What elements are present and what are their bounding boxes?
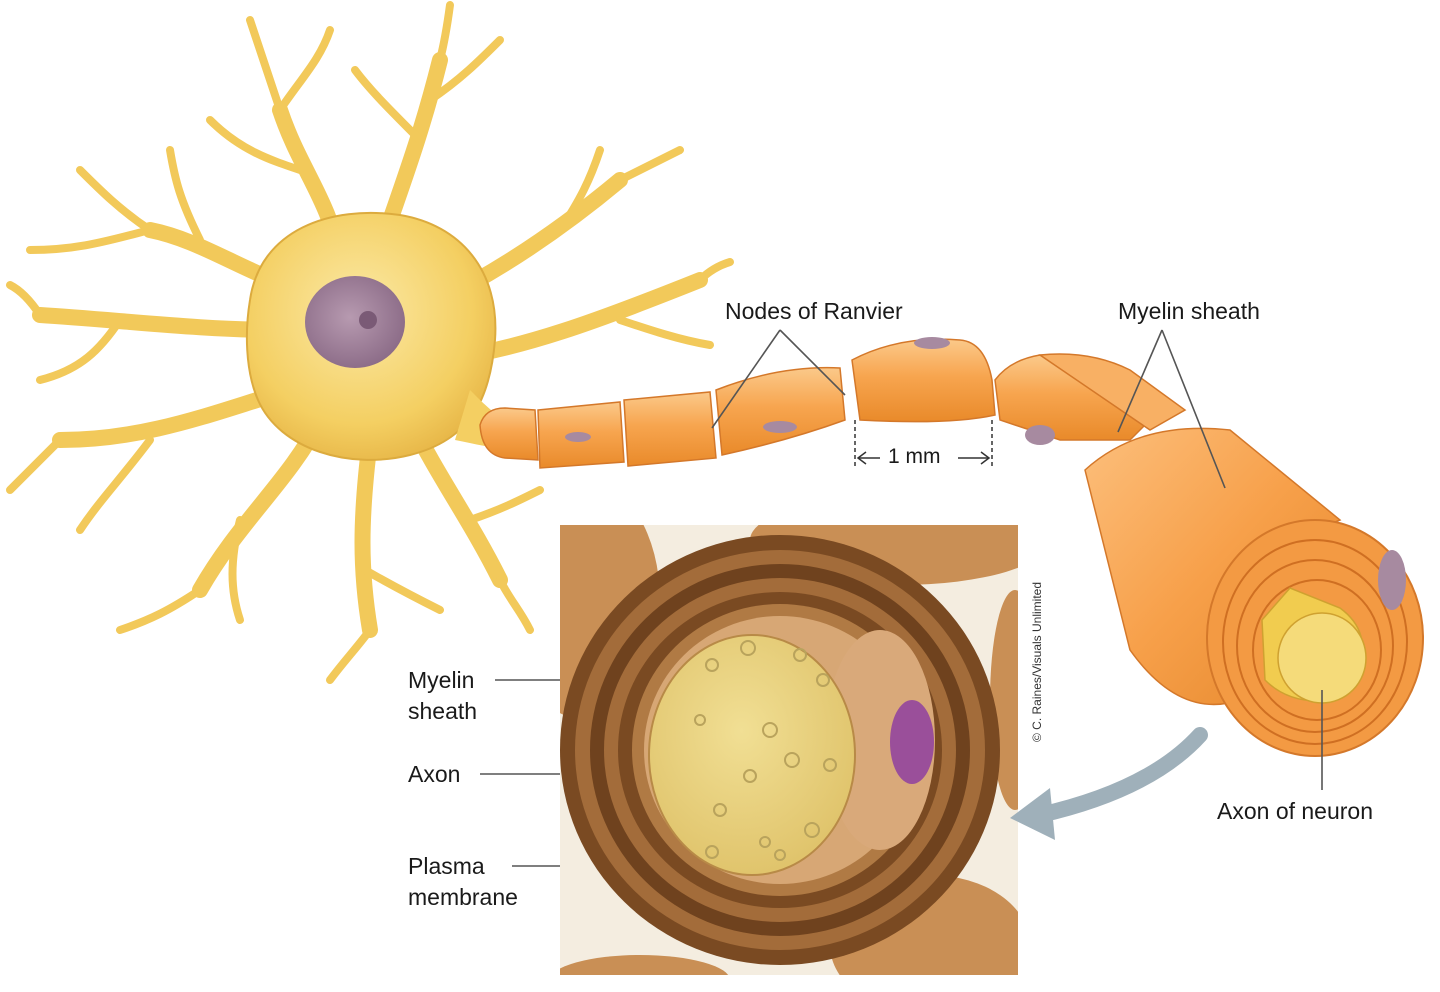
nucleus xyxy=(305,276,405,368)
pointer-arrow xyxy=(1010,727,1208,840)
schwann-nuclei xyxy=(565,337,1055,445)
inset-plasma-label: Plasma xyxy=(408,853,485,879)
axon-of-neuron-label: Axon of neuron xyxy=(1217,798,1374,824)
myelin-segments xyxy=(479,338,1187,469)
nucleolus xyxy=(359,311,377,329)
myelin-layers xyxy=(1222,539,1408,745)
scale-label: 1 mm xyxy=(888,445,941,468)
micrograph-inset xyxy=(560,525,1018,975)
micrograph-axon xyxy=(648,634,856,876)
photo-credit: © C. Raines/Visuals Unlimited xyxy=(1030,581,1044,742)
schwann-nucleus-end xyxy=(1378,550,1406,610)
scale-bar xyxy=(854,420,993,468)
micrograph-nucleus xyxy=(890,700,934,784)
nodes-of-ranvier-label: Nodes of Ranvier xyxy=(725,298,903,324)
inset-myelin-label: Myelin xyxy=(408,667,475,693)
inset-membrane-label: membrane xyxy=(408,884,518,910)
inset-axon-label: Axon xyxy=(408,761,461,787)
inset-sheath-label: sheath xyxy=(408,698,478,724)
myelin-sheath-label: Myelin sheath xyxy=(1118,298,1260,324)
